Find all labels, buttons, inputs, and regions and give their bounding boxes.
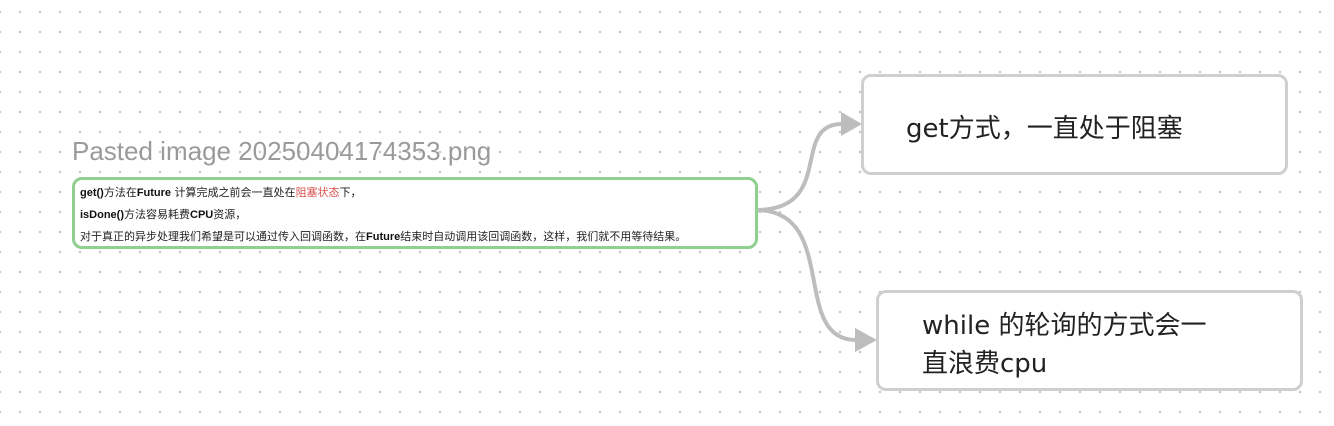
image-text-fragment: 资源， — [213, 208, 247, 221]
card-text-line-1: while 的轮询的方式会一 — [922, 311, 1207, 341]
edge-to-card-while[interactable] — [754, 208, 858, 342]
edge-to-card-get[interactable] — [754, 122, 844, 212]
image-text-line-3: 对于真正的异步处理我们希望是可以通过传入回调函数，在Future结束时自动调用该… — [80, 226, 755, 246]
image-text-line-1: get()方法在Future 计算完成之前会一直处在阻塞状态下， — [80, 182, 755, 204]
image-text-fragment: 方法在 — [103, 186, 137, 199]
image-filename-label: Pasted image 20250404174353.png — [72, 136, 492, 166]
image-text-fragment: 对于真正的异步处理我们希望是可以通过传入回调函数，在 — [80, 230, 366, 243]
image-text-fragment: 结束时自动调用该回调函数，这样，我们就不用等待结果。 — [400, 230, 687, 243]
image-text-fragment: isDone() — [80, 209, 124, 221]
card-text: get方式，一直处于阻塞 — [906, 114, 1183, 144]
image-text-fragment: Future — [366, 231, 401, 243]
image-text-fragment: CPU — [190, 209, 214, 221]
image-text-fragment: get() — [80, 187, 104, 199]
text-card-get[interactable]: get方式，一直处于阻塞 — [861, 74, 1288, 175]
embedded-image: get()方法在Future 计算完成之前会一直处在阻塞状态下， isDone(… — [75, 180, 755, 246]
image-text-fragment: 计算完成之前会一直处在 — [171, 186, 296, 199]
image-text-fragment: Future — [136, 187, 172, 199]
image-text-line-2: isDone()方法容易耗费CPU资源， — [80, 204, 755, 226]
arrowhead-card-while — [855, 328, 877, 352]
image-text-highlight: 阻塞状态 — [295, 186, 340, 199]
image-text-fragment: 方法容易耗费 — [124, 208, 190, 221]
text-card-while[interactable]: while 的轮询的方式会一 直浪费cpu — [876, 290, 1303, 391]
image-text-fragment: 下， — [339, 186, 362, 199]
arrowhead-card-get — [841, 112, 862, 136]
card-text-line-2: 直浪费cpu — [922, 349, 1048, 379]
pasted-image-node[interactable]: get()方法在Future 计算完成之前会一直处在阻塞状态下， isDone(… — [72, 177, 758, 249]
